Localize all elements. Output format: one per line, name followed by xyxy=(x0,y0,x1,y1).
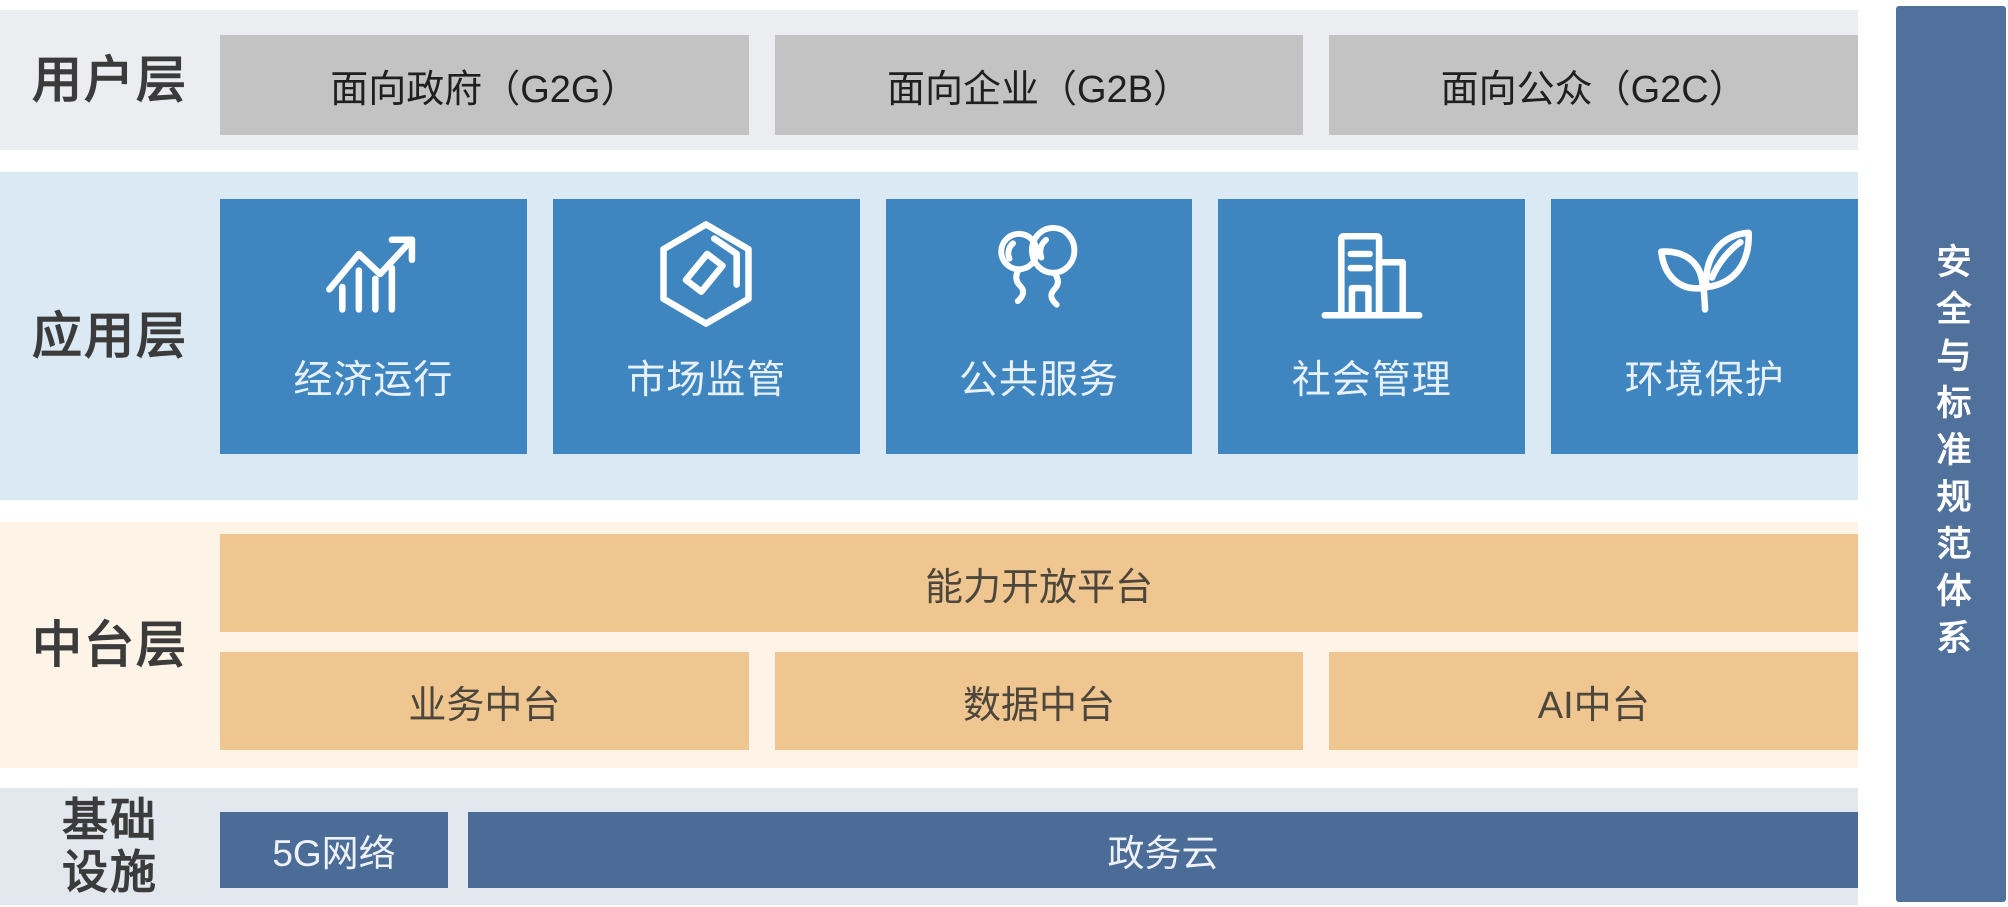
app-box-label: 市场监管 xyxy=(626,359,787,402)
infrastructure-band: 基础 设施 5G网络 政务云 xyxy=(0,788,1858,905)
trend-chart-icon xyxy=(314,215,432,333)
user-box-g2c: 面向公众（G2C） xyxy=(1329,35,1859,135)
app-box-social-management: 社会管理 xyxy=(1218,199,1526,454)
app-box-label: 经济运行 xyxy=(293,359,454,402)
balloons-icon xyxy=(980,215,1098,333)
user-box-g2b: 面向企业（G2B） xyxy=(774,35,1304,135)
buildings-icon xyxy=(1313,215,1431,333)
middle-platform-band: 中台层 能力开放平台 业务中台 数据中台 AI中台 xyxy=(0,522,1859,768)
user-box-g2g: 面向政府（G2G） xyxy=(220,35,749,135)
security-standards-bar: 安全与标准规范体系 xyxy=(1896,6,2006,902)
app-box-market-regulation: 市场监管 xyxy=(552,199,860,454)
app-box-label: 公共服务 xyxy=(958,359,1119,402)
application-layer-row: 经济运行 市场监管 xyxy=(220,199,1858,454)
hexagon-cube-icon xyxy=(647,215,765,333)
application-layer-band: 应用层 经济运行 xyxy=(0,172,1858,500)
infrastructure-label-line2: 设施 xyxy=(62,845,158,898)
user-layer-band: 用户层 面向政府（G2G） 面向企业（G2B） 面向公众（G2C） xyxy=(0,10,1859,150)
user-layer-row: 面向政府（G2G） 面向企业（G2B） 面向公众（G2C） xyxy=(220,35,1859,135)
app-box-economic-operation: 经济运行 xyxy=(220,199,527,454)
infrastructure-row: 5G网络 政务云 xyxy=(220,812,1858,888)
capability-open-platform-box: 能力开放平台 xyxy=(220,534,1858,632)
user-layer-label: 用户层 xyxy=(32,52,188,108)
infrastructure-label: 基础 设施 xyxy=(0,788,220,905)
infra-box-5g-network: 5G网络 xyxy=(220,812,448,888)
mid-box-ai: AI中台 xyxy=(1329,652,1859,750)
infra-box-government-cloud: 政务云 xyxy=(468,812,1858,888)
app-box-label: 环境保护 xyxy=(1624,359,1785,402)
security-standards-label: 安全与标准规范体系 xyxy=(1931,242,1971,666)
mid-box-business: 业务中台 xyxy=(220,652,749,750)
app-box-environmental-protection: 环境保护 xyxy=(1551,199,1858,454)
application-layer-label: 应用层 xyxy=(32,308,188,364)
middle-platform-row: 业务中台 数据中台 AI中台 xyxy=(220,652,1859,750)
infrastructure-label-line1: 基础 xyxy=(62,793,158,846)
app-box-public-service: 公共服务 xyxy=(885,199,1193,454)
app-box-label: 社会管理 xyxy=(1291,359,1452,402)
leaf-icon xyxy=(1646,215,1764,333)
middle-platform-label: 中台层 xyxy=(32,617,188,673)
mid-box-data: 数据中台 xyxy=(774,652,1304,750)
